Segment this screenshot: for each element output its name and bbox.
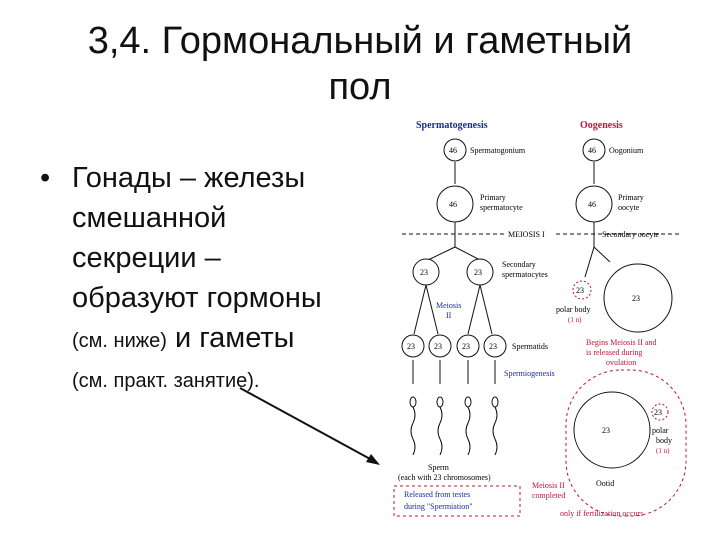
bullet-line-5-big: и гаметы <box>166 322 295 354</box>
oocyte-branch-polar <box>584 222 595 278</box>
meiosis-i-label: MEIOSIS I <box>508 230 545 239</box>
primary-oocyte-chromosomes: 46 <box>588 200 596 209</box>
ootid-cell <box>573 391 651 469</box>
title-line-1: 3,4. Гормональный и гаметный <box>87 20 633 62</box>
spermatid-cell-3 <box>456 334 480 358</box>
spermatid-3-chromosomes: 23 <box>462 342 470 351</box>
oogonium-cell <box>582 138 606 162</box>
spermatid-line-3 <box>467 284 481 335</box>
branch-left-1 <box>427 222 456 261</box>
secondary-spermatocytes-label-2: spermatocytes <box>502 270 548 279</box>
sperm-head-3 <box>464 396 472 408</box>
spermatogonium-chromosomes: 46 <box>449 146 457 155</box>
primary-oocyte-label-1: Primary <box>618 193 644 202</box>
slide-title: 3,4. Гормональный и гаметный пол <box>0 18 720 110</box>
spermatid-2-chromosomes: 23 <box>434 342 442 351</box>
spermatid-line-4 <box>479 284 493 335</box>
spermatogenesis-title: Spermatogenesis <box>416 120 488 131</box>
meiosis-ii-label-2: II <box>446 311 452 320</box>
second-polar-body-chromosomes: 23 <box>654 408 662 417</box>
title-line-2: пол <box>328 66 392 108</box>
bullet-text: Гонады – железы смешанной секреции – обр… <box>72 158 372 401</box>
primary-spermatocyte-chromosomes: 46 <box>449 200 457 209</box>
arrow-line <box>239 387 373 461</box>
meiosis-i-label-bg <box>505 228 555 239</box>
first-polar-body-label: polar body <box>556 305 590 314</box>
spermatid-cell-1 <box>401 334 425 358</box>
bullet-line-5: (см. ниже) и гаметы <box>72 318 372 361</box>
sperm-tail-3 <box>465 406 471 456</box>
gametogenesis-diagram: Spermatogenesis Oogenesis 46 Spermatogon… <box>393 120 687 518</box>
released-label-2: during "Spermiation" <box>404 502 473 511</box>
begins-meiosis-line-2: is released during <box>586 348 642 357</box>
bullet-line-5-small: (см. ниже) <box>72 330 167 352</box>
spermiogenesis-label: Spermiogenesis <box>504 369 555 378</box>
oogonium-label: Oogonium <box>609 146 644 155</box>
spermatid-1-chromosomes: 23 <box>407 342 415 351</box>
bullet-dot: • <box>40 162 51 194</box>
spermatid-cell-2 <box>428 334 452 358</box>
bullet-line-4: образуют гормоны <box>72 282 322 314</box>
first-polar-body-note: (1 n) <box>568 316 582 324</box>
primary-oocyte-label-2: oocyte <box>618 203 640 212</box>
branch-right-1 <box>454 246 481 261</box>
first-polar-body <box>572 280 592 300</box>
spermatid-line-2 <box>425 284 439 335</box>
second-polar-body-label-2: body <box>656 436 672 445</box>
begins-meiosis-line-1: Begins Meiosis II and <box>586 338 656 347</box>
primary-spermatocyte-label-2: spermatocyte <box>480 203 523 212</box>
first-polar-body-chromosomes: 23 <box>576 286 584 295</box>
primary-spermatocyte-label-1: Primary <box>480 193 506 202</box>
second-polar-body-note: (1 n) <box>656 447 670 455</box>
spermatids-label: Spermatids <box>512 342 548 351</box>
sperm-chromosomes-note: (each with 23 chromosomes) <box>398 473 491 482</box>
meiosis-ii-label-1: Meiosis <box>436 301 461 310</box>
second-polar-body <box>651 403 669 421</box>
bullet-line-2: смешанной <box>72 202 227 234</box>
released-label-1: Released from testes <box>404 490 470 499</box>
meiosis-ii-completed-2: completed <box>532 491 565 500</box>
sperm-head-2 <box>436 396 444 408</box>
sperm-tail-4 <box>492 406 498 456</box>
sperm-label: Sperm <box>428 463 450 472</box>
ootid-chromosomes: 23 <box>602 426 610 435</box>
spermatogonium-cell <box>443 138 467 162</box>
oogenesis-title: Oogenesis <box>580 120 623 131</box>
spermatid-line-1 <box>413 284 427 335</box>
bullet-line-3: секреции – <box>72 242 221 274</box>
begins-meiosis-line-3: ovulation <box>606 358 636 367</box>
spermatid-4-chromosomes: 23 <box>489 342 497 351</box>
secondary-spermatocytes-label-1: Secondary <box>502 260 536 269</box>
sperm-head-1 <box>409 396 417 408</box>
spermatogonium-label: Spermatogonium <box>470 146 526 155</box>
secondary-oocyte-label: Secondary oocyte <box>602 230 660 239</box>
spermatid-cell-4 <box>483 334 507 358</box>
second-polar-body-label-1: polar <box>652 426 669 435</box>
secondary-spermatocyte-left-chromosomes: 23 <box>420 268 428 277</box>
sperm-head-4 <box>491 396 499 408</box>
secondary-spermatocyte-right-chromosomes: 23 <box>474 268 482 277</box>
sperm-tail-1 <box>410 406 416 456</box>
fertilization-note: only if fertilization occurs <box>560 509 643 518</box>
oocyte-branch-secondary <box>593 246 611 263</box>
sperm-cells <box>409 396 499 456</box>
spermiation-box <box>393 485 521 517</box>
ootid-label: Ootid <box>596 479 614 488</box>
secondary-oocyte-cell <box>603 263 673 333</box>
oogonium-chromosomes: 46 <box>588 146 596 155</box>
bullet-line-1: Гонады – железы <box>72 162 306 194</box>
meiosis-ii-completed-1: Meiosis II <box>532 481 565 490</box>
bullet-line-6: (см. практ. занятие). <box>72 370 260 392</box>
sperm-tail-2 <box>437 406 443 456</box>
arrow-head <box>366 454 380 465</box>
secondary-oocyte-chromosomes: 23 <box>632 294 640 303</box>
ovulation-boundary <box>565 369 687 517</box>
